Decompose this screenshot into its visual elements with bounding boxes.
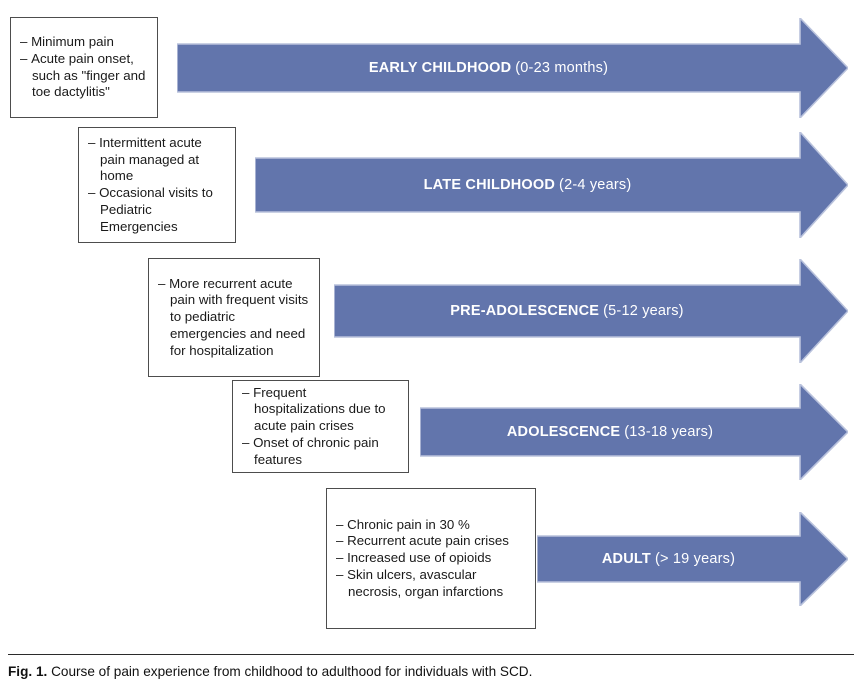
callout-early-childhood: Minimum pain Acute pain onset, such as "… (10, 17, 158, 118)
callout-adolescence: Frequent hospitalizations due to acute p… (232, 380, 409, 473)
list-item: Recurrent acute pain crises (336, 533, 526, 550)
arrow-shape-icon (177, 18, 848, 118)
list-item: Onset of chronic pain features (242, 435, 399, 469)
callout-late-childhood: Intermittent acute pain managed at home … (78, 127, 236, 243)
list-item: Occasional visits to Pediatric Emergenci… (88, 185, 226, 235)
list-item: Increased use of opioids (336, 550, 526, 567)
arrow-adolescence: ADOLESCENCE(13-18 years) (420, 384, 848, 480)
arrow-shape-icon (420, 384, 848, 480)
callout-list-adult: Chronic pain in 30 % Recurrent acute pai… (336, 517, 526, 601)
arrow-early-childhood: EARLY CHILDHOOD(0-23 months) (177, 18, 848, 118)
caption-divider (8, 654, 854, 656)
list-item: Minimum pain (20, 34, 148, 51)
arrow-late-childhood: LATE CHILDHOOD(2-4 years) (255, 132, 848, 238)
callout-list-adolescence: Frequent hospitalizations due to acute p… (242, 385, 399, 469)
arrow-adult: ADULT(> 19 years) (537, 512, 848, 606)
arrow-pre-adolescence: PRE-ADOLESCENCE(5-12 years) (334, 259, 848, 363)
arrow-shape-icon (334, 259, 848, 363)
callout-list-early-childhood: Minimum pain Acute pain onset, such as "… (20, 34, 148, 101)
callout-list-pre-adolescence: More recurrent acute pain with frequent … (158, 276, 310, 360)
list-item: Intermittent acute pain managed at home (88, 135, 226, 185)
arrow-shape-icon (255, 132, 848, 238)
list-item: Chronic pain in 30 % (336, 517, 526, 534)
callout-pre-adolescence: More recurrent acute pain with frequent … (148, 258, 320, 377)
callout-list-late-childhood: Intermittent acute pain managed at home … (88, 135, 226, 236)
list-item: More recurrent acute pain with frequent … (158, 276, 310, 360)
figure-caption: Fig. 1. Course of pain experience from c… (8, 662, 854, 682)
figure-caption-text: Course of pain experience from childhood… (51, 664, 533, 679)
list-item: Acute pain onset, such as "finger and to… (20, 51, 148, 101)
arrow-shape-icon (537, 512, 848, 606)
list-item: Frequent hospitalizations due to acute p… (242, 385, 399, 435)
list-item: Skin ulcers, avascular necrosis, organ i… (336, 567, 526, 601)
callout-adult: Chronic pain in 30 % Recurrent acute pai… (326, 488, 536, 629)
figure-number-label: Fig. 1. (8, 664, 48, 679)
